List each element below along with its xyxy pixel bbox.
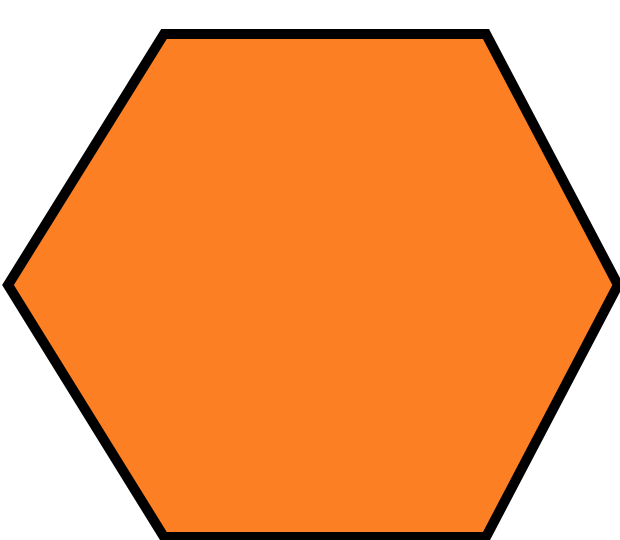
hexagon-shape bbox=[2, 29, 620, 540]
